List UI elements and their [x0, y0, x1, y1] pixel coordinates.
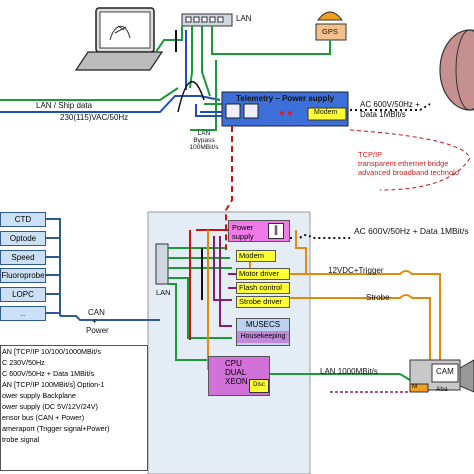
indicator-icon [288, 111, 292, 115]
winch-drum-ring-icon [455, 29, 474, 111]
ac600-line [290, 234, 350, 239]
cpu-line-3: XEON [225, 377, 248, 386]
housekeeping-label: Housekeeping [237, 331, 289, 343]
legend-item: ameraport (Trigger signal+Power) [2, 424, 110, 433]
indicator-icon [280, 111, 284, 115]
legend-item: ower supply Backplane [2, 391, 76, 400]
legend-item: C 230V/50Hz [2, 358, 45, 367]
sensor-fluoroprobe: Fluoroprobe [0, 268, 46, 283]
internal-lan-label: LAN [156, 288, 171, 297]
winch-drum-icon [439, 29, 474, 111]
legend-item: ower supply (DC 5V/12V/24V) [2, 402, 98, 411]
cpu-line-2: DUAL [225, 368, 247, 377]
tcpip-line-1: TCP/IP [358, 150, 383, 159]
sensor-other: .. [0, 306, 46, 321]
telemetry-modem-label: Modem [314, 109, 338, 116]
can-label: CAN [88, 308, 105, 317]
tcpip-line-2: transparent ethernet bridge [358, 159, 449, 168]
cpu-box: CPU DUAL XEON Disc [208, 356, 270, 396]
power-supply-line-2: supply [232, 232, 254, 241]
cpu-label: CPU DUAL XEON [209, 357, 269, 386]
bypass-line-2: Bypass [193, 137, 215, 144]
disc-box: Disc [249, 379, 269, 393]
legend-item: ensor bus (CAN + Power) [2, 413, 85, 422]
cpu-line-1: CPU [225, 359, 242, 368]
lan1000-label: LAN 1000MBit/s [320, 367, 378, 376]
power-supply-line-1: Power [232, 223, 254, 232]
power-supply-label: Power supply [229, 221, 289, 241]
telemetry-modem-box [307, 107, 347, 121]
musecs-label: MUSECS [245, 320, 281, 329]
underwater-modem-box: Modem [236, 250, 276, 262]
bypass-line-1: LAN [197, 130, 211, 137]
meter-icon [225, 103, 241, 119]
sensor-optode: Optode [0, 231, 46, 246]
legend: AN [TCP/IP 10/100/1000MBit/s C 230V/50Hz… [0, 345, 148, 471]
lan-top-label: LAN [236, 14, 252, 23]
can-plus-label: + [92, 317, 97, 326]
telemetry-out-data: Data 1MBit/s [360, 110, 406, 119]
gps-label: GPS [322, 27, 338, 36]
internal-lines [168, 229, 441, 381]
flash-control-box: Flash control [236, 282, 290, 294]
sensor-lopc: LOPC [0, 287, 46, 302]
legend-item: AN [TCP/IP 10/100/1000MBit/s [2, 347, 101, 356]
cam-sub2-label: Aba [436, 386, 448, 393]
tcpip-arc [349, 129, 471, 191]
lan-ship-label: LAN / Ship data [36, 101, 93, 110]
legend-item: trobe signal [2, 435, 40, 444]
trigger-label: 12VDC+Trigger [328, 266, 384, 275]
bypass-line-3: 100MBit/s [189, 144, 219, 151]
strobe-label: Strobe [366, 293, 390, 302]
telemetry-title: Telemetry – Power supply [236, 94, 335, 103]
motor-driver-box: Motor driver [236, 268, 290, 280]
bypass-label: LAN Bypass 100MBit/s [188, 130, 220, 151]
legend-item: AN [TCP/IP 100MBit/s] Option-1 [2, 380, 105, 389]
ship-lines [0, 26, 431, 131]
strobe-driver-box: Strobe driver [236, 296, 290, 308]
power-label: Power [86, 326, 109, 335]
sensor-speed: Speed [0, 250, 46, 265]
sensor-ctd: CTD [0, 212, 46, 227]
ac-in-label: AC 600V/50Hz + Data 1MBit/s [354, 226, 469, 236]
sensor-bus-lines [46, 218, 160, 321]
camera-icon [409, 359, 474, 393]
meter-icon [243, 103, 259, 119]
gps-icon [315, 11, 347, 41]
laptop-icon [74, 7, 164, 71]
power-switch-icon: ∥ [268, 223, 284, 239]
tcpip-line-3: advanced broadband technolo [358, 168, 459, 177]
legend-item: C 600V/50Hz + Data 1MBit/s [2, 369, 95, 378]
internal-lan-switch-icon [155, 243, 169, 285]
cam-sub-label: M [412, 383, 418, 390]
cam-label: CAM [436, 367, 454, 376]
musecs-box: MUSECS Housekeeping [236, 318, 290, 346]
lan-switch-top-icon [181, 13, 233, 27]
power-in-label: 230(115)VAC/50Hz [60, 113, 129, 122]
telemetry-out-power: AC 600V/50Hz + [360, 100, 420, 109]
